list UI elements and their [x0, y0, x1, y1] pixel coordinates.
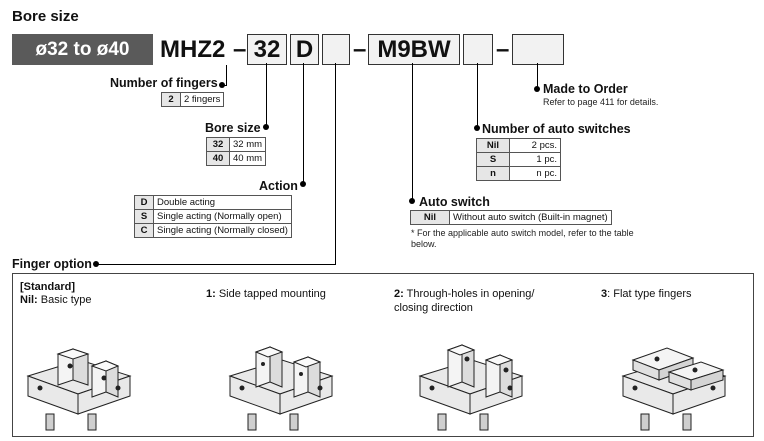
- leader-bore-dot: [263, 124, 269, 130]
- auto-switch-value: Without auto switch (Built-in magnet): [449, 210, 612, 225]
- model-prefix: MHZ2: [160, 36, 226, 63]
- table-row: 2 2 fingers: [161, 92, 225, 107]
- finger-option-label: Finger option: [12, 257, 92, 271]
- option-2: 2: Through-holes in opening/ closing dir…: [394, 287, 534, 315]
- bore-value: 32 mm: [228, 137, 267, 152]
- standard-label: [Standard]: [20, 281, 75, 293]
- fingers-label: Number of fingers: [110, 76, 218, 90]
- bore-range-banner: ø32 to ø40: [12, 34, 153, 65]
- bore-key: 32: [206, 137, 230, 152]
- num-switch-value: n pc.: [509, 166, 561, 181]
- gripper-side-tapped-icon: [228, 346, 334, 431]
- table-row: S 1 pc.: [476, 152, 561, 167]
- table-row: 40 40 mm: [206, 151, 267, 166]
- num-switch-key: S: [476, 152, 510, 167]
- action-value: Double acting: [153, 195, 292, 210]
- action-key: C: [134, 223, 154, 238]
- bore-key: 40: [206, 151, 230, 166]
- option-text: Through-holes in opening/: [406, 288, 535, 300]
- gripper-through-holes-icon: [418, 344, 524, 431]
- leader-finger-option-dot: [93, 261, 99, 267]
- auto-switch-note: * For the applicable auto switch model, …: [411, 228, 634, 249]
- option-text: Side tapped mounting: [218, 288, 326, 300]
- bore-size-table: 32 32 mm 40 40 mm: [206, 137, 267, 166]
- action-label: Action: [259, 179, 298, 193]
- option-code: 3: [601, 288, 608, 300]
- fingers-table: 2 2 fingers: [161, 92, 225, 107]
- action-key: D: [134, 195, 154, 210]
- leader-bore-v: [266, 63, 267, 127]
- page-title: Bore size: [12, 8, 79, 25]
- code-dash-3: –: [496, 36, 510, 63]
- option-code: 1:: [206, 288, 216, 300]
- leader-num-switch-v: [477, 63, 478, 128]
- table-row: n n pc.: [476, 166, 561, 181]
- table-row: S Single acting (Normally open): [134, 209, 292, 224]
- table-row: Nil Without auto switch (Built-in magnet…: [410, 210, 612, 225]
- leader-finger-option-h: [96, 264, 336, 265]
- leader-finger-option-v: [335, 63, 336, 264]
- code-action-box: D: [290, 34, 319, 65]
- leader-mto-v: [537, 63, 538, 89]
- num-switch-key: Nil: [476, 138, 510, 153]
- fingers-value: 2 fingers: [179, 92, 225, 107]
- option-3: 3: Flat type fingers: [601, 287, 692, 301]
- code-made-to-order-box: [512, 34, 564, 65]
- action-value: Single acting (Normally closed): [153, 223, 292, 238]
- code-num-switches-box: [463, 34, 493, 65]
- made-to-order-note: Refer to page 411 for details.: [543, 97, 659, 107]
- table-row: Nil 2 pcs.: [476, 138, 561, 153]
- leader-mto-dot: [534, 86, 540, 92]
- option-text-line2: closing direction: [394, 302, 473, 314]
- action-table: D Double acting S Single acting (Normall…: [134, 195, 292, 238]
- code-switch-box: M9BW: [368, 34, 460, 65]
- auto-switch-key: Nil: [410, 210, 450, 225]
- leader-switch-dot: [409, 198, 415, 204]
- gripper-basic-icon: [26, 348, 132, 431]
- auto-switch-label: Auto switch: [419, 195, 490, 209]
- table-row: 32 32 mm: [206, 137, 267, 152]
- code-finger-option-box: [322, 34, 350, 65]
- leader-action-dot: [300, 181, 306, 187]
- option-text: Basic type: [40, 294, 92, 306]
- leader-switch-v: [412, 63, 413, 199]
- leader-num-switch-dot: [474, 125, 480, 131]
- num-auto-switches-label: Number of auto switches: [482, 122, 631, 136]
- option-nil: Nil: Basic type: [20, 293, 92, 307]
- num-switch-value: 2 pcs.: [509, 138, 561, 153]
- finger-option-panel: [Standard] Nil: Basic type 1: Side tappe…: [12, 273, 754, 437]
- made-to-order-label: Made to Order: [543, 82, 628, 96]
- gripper-flat-icon: [621, 347, 727, 431]
- bore-size-label: Bore size: [205, 121, 261, 135]
- action-value: Single acting (Normally open): [153, 209, 292, 224]
- option-code: Nil:: [20, 294, 38, 306]
- num-switch-value: 1 pc.: [509, 152, 561, 167]
- table-row: C Single acting (Normally closed): [134, 223, 292, 238]
- code-dash-2: –: [353, 36, 367, 63]
- auto-switch-table: Nil Without auto switch (Built-in magnet…: [410, 210, 612, 225]
- num-auto-switches-table: Nil 2 pcs. S 1 pc. n n pc.: [476, 138, 561, 181]
- code-bore-box: 32: [247, 34, 287, 65]
- option-code: 2:: [394, 288, 404, 300]
- action-key: S: [134, 209, 154, 224]
- option-text: : Flat type fingers: [607, 288, 692, 300]
- table-row: D Double acting: [134, 195, 292, 210]
- fingers-key: 2: [161, 92, 181, 107]
- bore-value: 40 mm: [228, 151, 267, 166]
- option-1: 1: Side tapped mounting: [206, 287, 326, 301]
- num-switch-key: n: [476, 166, 510, 181]
- leader-fingers-v: [226, 65, 227, 85]
- code-dash-1: –: [233, 36, 247, 63]
- leader-action-v: [303, 63, 304, 184]
- leader-fingers-dot: [219, 82, 225, 88]
